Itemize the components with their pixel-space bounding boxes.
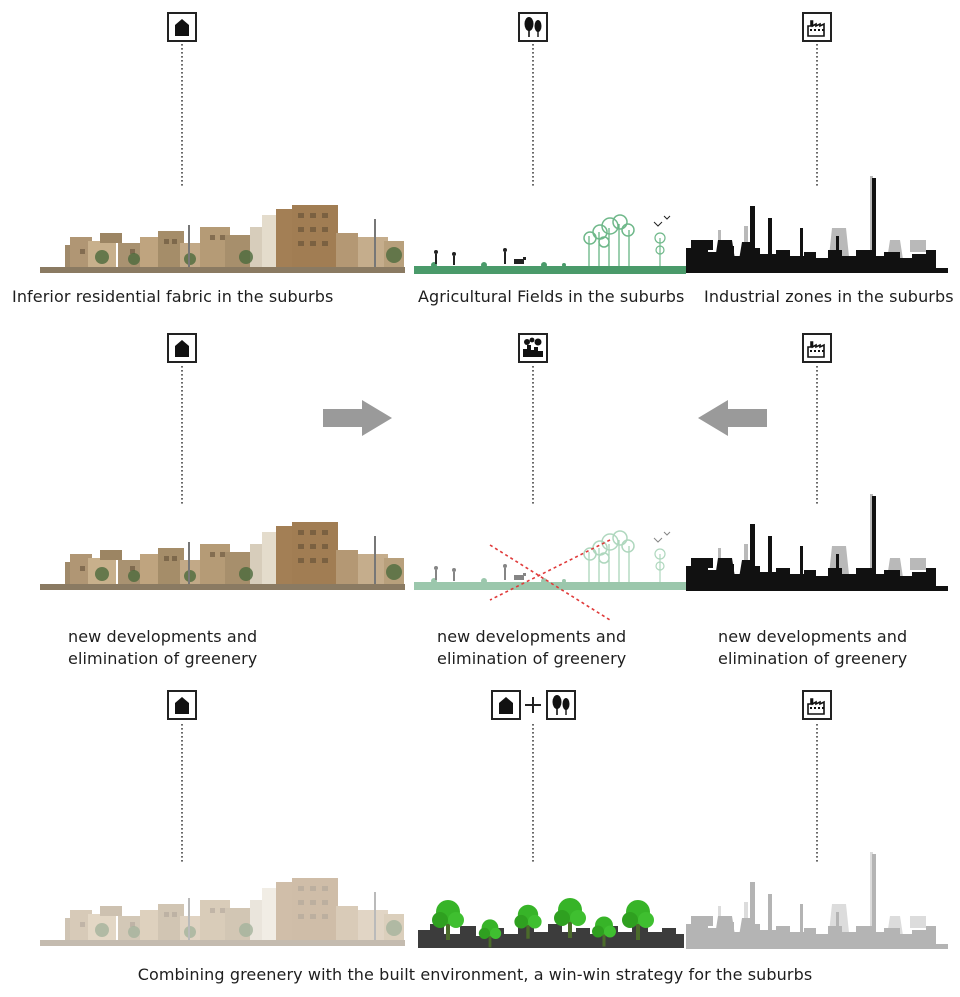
agricultural-fields	[413, 214, 687, 275]
arrow-left-icon	[698, 400, 767, 436]
agricultural-fields-faded	[413, 530, 687, 591]
industrial-skyline-faded	[686, 854, 948, 949]
row2-arrow-left	[698, 400, 767, 436]
trees-icon	[546, 690, 576, 720]
caption-agricultural: Agricultural Fields in the suburbs	[418, 287, 685, 306]
caption-industrial: Industrial zones in the suburbs	[704, 287, 954, 306]
row2-arrow-right	[323, 400, 392, 436]
row2-middle-column	[413, 333, 687, 621]
row3-industrial-column	[686, 690, 948, 949]
row1-agricultural-column	[413, 12, 687, 275]
industrial-skyline	[686, 178, 948, 273]
caption-strategy: Combining greenery with the built enviro…	[137, 965, 813, 984]
arrow-right-icon	[323, 400, 392, 436]
caption-new-developments-middle: new developments and elimination of gree…	[437, 627, 627, 668]
plus-icon	[525, 697, 541, 713]
caption-new-developments-left: new developments and elimination of gree…	[68, 627, 258, 668]
row2-residential-column	[40, 333, 405, 590]
row1-residential-column	[40, 12, 405, 273]
row3-residential-column	[40, 690, 405, 946]
trees-icon	[518, 12, 548, 42]
row1-industrial-column	[686, 12, 948, 273]
house-icon	[167, 333, 197, 363]
residential-skyline	[40, 522, 405, 590]
caption-residential: Inferior residential fabric in the subur…	[12, 287, 334, 306]
cross-mark	[489, 539, 611, 601]
residential-skyline	[40, 205, 405, 273]
factory-icon	[802, 12, 832, 42]
house-icon	[491, 690, 521, 720]
city-greenery-icon	[518, 333, 548, 363]
combined-city-greenery	[418, 898, 684, 948]
row2-industrial-column	[686, 333, 948, 591]
factory-icon	[802, 690, 832, 720]
residential-skyline-faded	[40, 878, 405, 946]
industrial-skyline	[686, 496, 948, 591]
factory-icon	[802, 333, 832, 363]
house-icon	[167, 690, 197, 720]
caption-new-developments-right: new developments and elimination of gree…	[718, 627, 908, 668]
row3-combined-column	[418, 690, 684, 948]
house-icon	[167, 12, 197, 42]
